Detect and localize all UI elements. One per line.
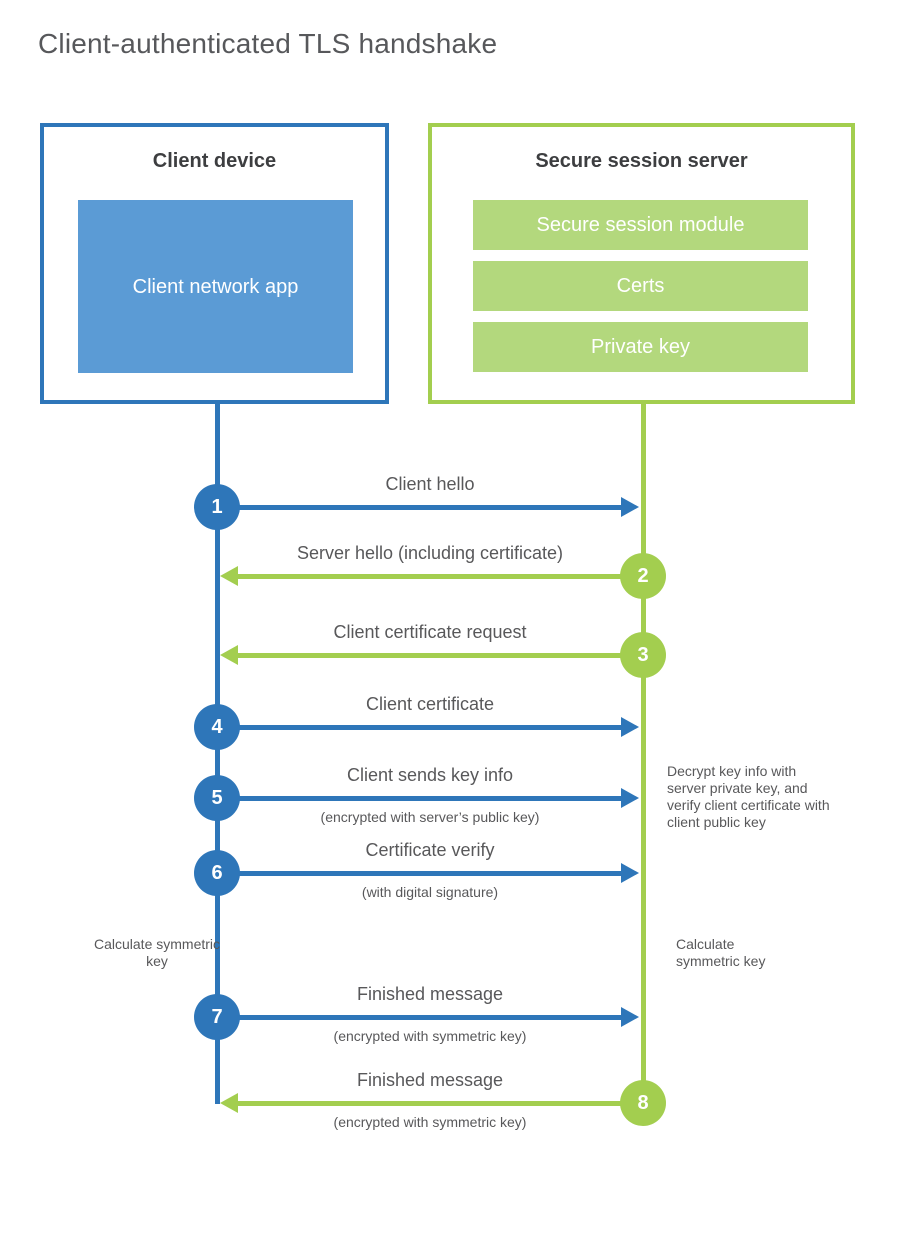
step-label: Finished message <box>356 1070 504 1090</box>
step-number: 7 <box>211 1005 223 1028</box>
step-number-badge: 8 <box>620 1080 666 1126</box>
certs-bar: Certs <box>473 261 808 311</box>
calculate-symmetric-key-note-client: Calculate symmetric key <box>93 936 221 970</box>
arrowhead-icon <box>220 645 238 665</box>
message-arrow-line <box>217 1015 622 1020</box>
secure-session-module-bar: Secure session module <box>473 200 808 250</box>
message-arrow-line <box>238 653 643 658</box>
step-sublabel: (encrypted with symmetric key) <box>333 1114 527 1130</box>
client-device-title: Client device <box>152 150 277 172</box>
arrowhead-icon <box>621 1007 639 1027</box>
step-number: 2 <box>637 564 649 587</box>
server-lifeline <box>641 404 646 1104</box>
step-number: 5 <box>211 786 223 809</box>
message-arrow-line <box>217 871 622 876</box>
step-number: 3 <box>637 643 649 666</box>
client-network-app-box: Client network app <box>78 200 353 373</box>
secure-session-server-box: Secure session server Secure session mod… <box>428 123 855 404</box>
step-number-badge: 7 <box>194 994 240 1040</box>
step-label: Finished message <box>356 984 504 1004</box>
step-number: 1 <box>211 495 223 518</box>
step-number-badge: 3 <box>620 632 666 678</box>
arrowhead-icon <box>621 497 639 517</box>
step-sublabel: (encrypted with symmetric key) <box>333 1028 527 1044</box>
step-label: Client sends key info <box>346 765 514 785</box>
step-number-badge: 4 <box>194 704 240 750</box>
step-number: 6 <box>211 861 223 884</box>
arrowhead-icon <box>621 863 639 883</box>
diagram-title: Client-authenticated TLS handshake <box>38 28 498 59</box>
step-number-badge: 6 <box>194 850 240 896</box>
step-label: Certificate verify <box>365 840 495 860</box>
step-number: 8 <box>637 1091 649 1114</box>
step-number-badge: 2 <box>620 553 666 599</box>
arrowhead-icon <box>621 717 639 737</box>
step-label: Client hello <box>385 474 475 494</box>
arrowhead-icon <box>220 1093 238 1113</box>
message-arrow-line <box>217 505 622 510</box>
client-lifeline <box>215 404 220 1104</box>
calculate-symmetric-key-note-server: Calculate symmetric key <box>676 936 766 970</box>
step-label: Server hello (including certificate) <box>296 543 564 563</box>
client-network-app-label: Client network app <box>132 275 299 298</box>
step-number-badge: 5 <box>194 775 240 821</box>
decrypt-key-note: Decrypt key info with server private key… <box>667 763 830 831</box>
step-label: Client certificate request <box>333 622 527 642</box>
secure-session-server-title: Secure session server <box>535 150 748 172</box>
private-key-bar: Private key <box>473 322 808 372</box>
step-number: 4 <box>211 715 223 738</box>
step-label: Client certificate <box>365 694 495 714</box>
step-sublabel: (encrypted with server’s public key) <box>320 809 540 825</box>
arrowhead-icon <box>220 566 238 586</box>
step-number-badge: 1 <box>194 484 240 530</box>
message-arrow-line <box>217 796 622 801</box>
client-device-box: Client device Client network app <box>40 123 389 404</box>
message-arrow-line <box>238 1101 643 1106</box>
message-arrow-line <box>217 725 622 730</box>
arrowhead-icon <box>621 788 639 808</box>
step-sublabel: (with digital signature) <box>361 884 499 900</box>
message-arrow-line <box>238 574 643 579</box>
